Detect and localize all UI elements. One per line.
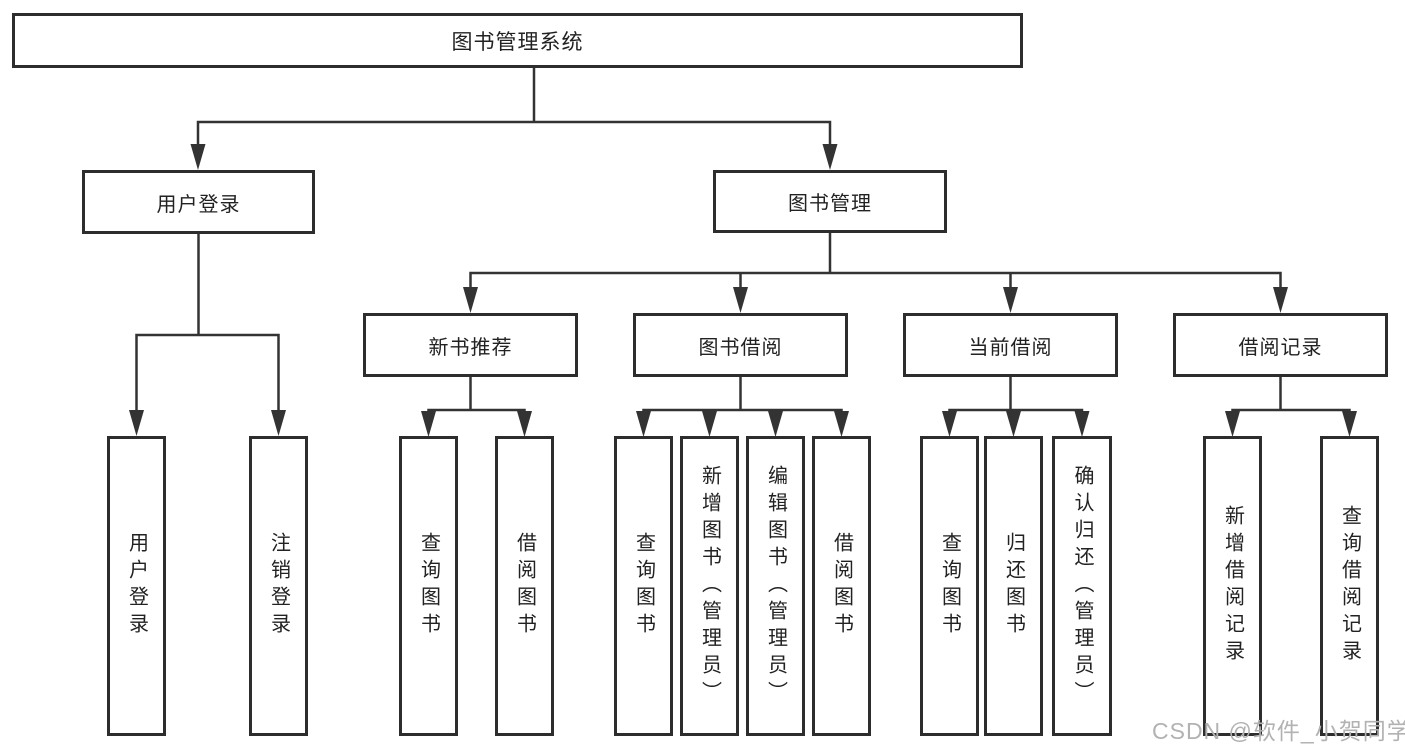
node-book-management-module: 图书管理 — [713, 170, 947, 233]
node-root-system: 图书管理系统 — [12, 13, 1023, 68]
leaf-logout-label: 注销登录 — [267, 532, 290, 640]
leaf-borrow-books-borrowing: 借阅图书 — [812, 436, 871, 736]
connector-root-to-level2 — [190, 68, 838, 170]
leaf-query-books-borrowing: 查询图书 — [614, 436, 673, 736]
leaf-user-login-label: 用户登录 — [125, 532, 148, 640]
node-book-borrowing-label: 图书借阅 — [698, 336, 783, 359]
leaf-query-books-recommend-label: 查询图书 — [417, 532, 440, 640]
node-current-borrowing: 当前借阅 — [903, 313, 1118, 377]
node-user-login-label: 用户登录 — [156, 193, 241, 216]
node-root-label: 图书管理系统 — [451, 30, 584, 54]
node-book-borrowing: 图书借阅 — [633, 313, 848, 377]
leaf-add-book-admin: 新增图书（管理员） — [680, 436, 739, 736]
connector-records-to-leaves — [1225, 377, 1357, 437]
leaf-query-borrow-record: 查询借阅记录 — [1320, 436, 1379, 736]
leaf-query-books-current-label: 查询图书 — [938, 532, 961, 640]
leaf-add-borrow-record: 新增借阅记录 — [1203, 436, 1262, 736]
node-book-management-label: 图书管理 — [788, 193, 872, 215]
connector-userlogin-to-leaves — [129, 234, 286, 436]
node-borrowing-records: 借阅记录 — [1173, 313, 1388, 377]
leaf-query-books-recommend: 查询图书 — [399, 436, 458, 736]
leaf-add-borrow-record-label: 新增借阅记录 — [1221, 505, 1244, 667]
leaf-query-books-current: 查询图书 — [920, 436, 979, 736]
node-borrowing-records-label: 借阅记录 — [1238, 336, 1323, 359]
connector-bookmgmt-to-level3 — [463, 233, 1288, 313]
node-new-book-recommend-label: 新书推荐 — [428, 336, 513, 359]
csdn-watermark: CSDN @软件_小贺同学 — [1152, 718, 1405, 744]
leaf-confirm-return-admin: 确认归还（管理员） — [1052, 436, 1112, 736]
leaf-edit-book-admin: 编辑图书（管理员） — [746, 436, 805, 736]
leaf-confirm-return-admin-label: 确认归还（管理员） — [1071, 464, 1093, 708]
node-new-book-recommend: 新书推荐 — [363, 313, 578, 377]
leaf-return-book: 归还图书 — [984, 436, 1043, 736]
leaf-logout: 注销登录 — [249, 436, 308, 736]
connector-current-to-leaves — [942, 377, 1090, 437]
leaf-add-book-admin-label: 新增图书（管理员） — [698, 464, 721, 708]
node-current-borrowing-label: 当前借阅 — [968, 336, 1053, 359]
leaf-borrow-books-recommend-label: 借阅图书 — [513, 532, 536, 640]
connector-borrow-to-leaves — [636, 377, 849, 437]
leaf-borrow-books-borrowing-label: 借阅图书 — [830, 532, 853, 640]
leaf-query-books-borrowing-label: 查询图书 — [632, 532, 655, 640]
leaf-return-book-label: 归还图书 — [1002, 532, 1025, 640]
leaf-edit-book-admin-label: 编辑图书（管理员） — [764, 464, 787, 708]
node-user-login-module: 用户登录 — [82, 170, 315, 234]
leaf-user-login: 用户登录 — [107, 436, 166, 736]
leaf-borrow-books-recommend: 借阅图书 — [495, 436, 554, 736]
connector-newbook-to-leaves — [421, 377, 532, 437]
leaf-query-borrow-record-label: 查询借阅记录 — [1338, 505, 1361, 667]
